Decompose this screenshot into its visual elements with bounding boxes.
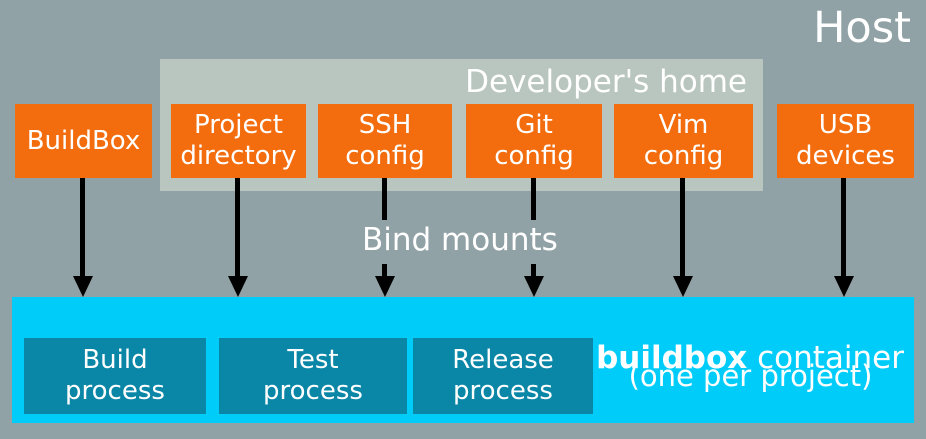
container-title: buildbox container: [537, 301, 904, 415]
arrow-shaft: [80, 178, 85, 276]
arrow-head-icon: [673, 276, 693, 297]
container-title-name: buildbox: [596, 340, 748, 376]
box-git-config: Git config: [466, 104, 602, 178]
arrow-head-icon: [228, 276, 248, 297]
bind-mounts-label: Bind mounts: [352, 220, 568, 264]
box-buildbox: BuildBox: [15, 104, 152, 178]
container-subtitle: (one per project): [628, 359, 873, 393]
arrow-head-icon: [524, 276, 544, 297]
arrow-shaft: [841, 178, 846, 276]
bind-mount-arrow-usb-devices: [834, 178, 854, 297]
bind-mount-arrow-vim-config: [673, 178, 693, 297]
box-build-process: Build process: [24, 338, 206, 414]
arrow-shaft: [235, 178, 240, 276]
arrow-head-icon: [834, 276, 854, 297]
box-test-process: Test process: [219, 338, 407, 414]
box-vim-config: Vim config: [614, 104, 753, 178]
buildbox-container: buildbox container Build process Test pr…: [12, 297, 914, 423]
arrow-head-icon: [375, 276, 395, 297]
bind-mount-arrow-buildbox: [73, 178, 93, 297]
arrow-shaft: [680, 178, 685, 276]
box-release-process: Release process: [413, 338, 593, 414]
bind-mount-arrow-project-directory: [228, 178, 248, 297]
box-project-directory: Project directory: [171, 104, 306, 178]
box-ssh-config: SSH config: [318, 104, 452, 178]
container-title-suffix: container: [747, 340, 904, 376]
developers-home-label: Developer's home: [465, 64, 747, 100]
box-usb-devices: USB devices: [777, 104, 914, 178]
arrow-head-icon: [73, 276, 93, 297]
host-label: Host: [813, 3, 911, 53]
